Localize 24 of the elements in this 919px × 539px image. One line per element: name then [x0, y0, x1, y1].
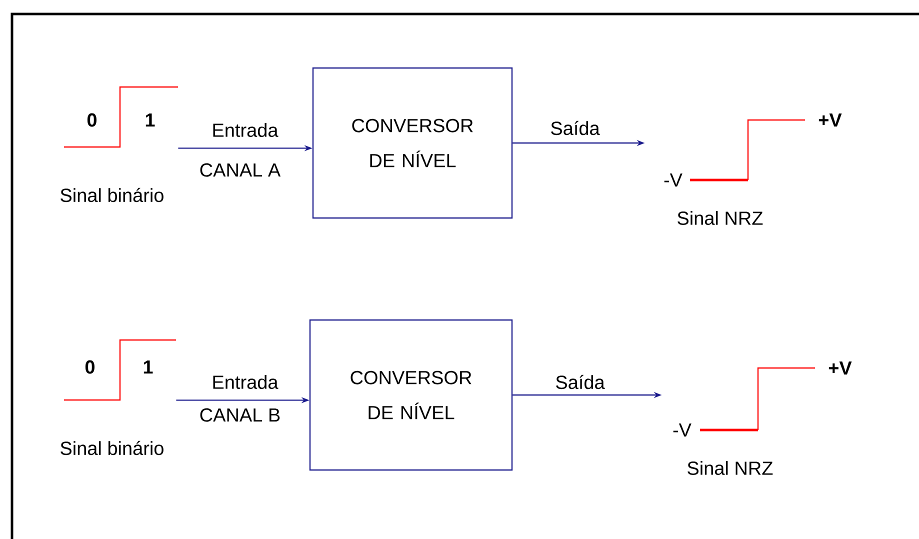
signal-waveform-drawing — [64, 339, 176, 401]
channel-label: CANAL B — [200, 408, 280, 422]
bit-label: 0 — [85, 360, 94, 374]
bit-label: 1 — [146, 113, 155, 127]
signal-caption: Sinal binário — [60, 440, 164, 456]
voltage-label: +V — [828, 361, 852, 375]
edge-label: Entrada — [210, 374, 280, 390]
signal-waveform-drawing — [700, 367, 815, 432]
signal-caption: Sinal binário — [60, 188, 164, 202]
edge-label: Saída — [554, 374, 606, 390]
converter-box: CONVERSOR DE NÍVEL — [312, 67, 513, 219]
bit-label: 1 — [144, 360, 153, 374]
bit-label: 0 — [87, 113, 96, 127]
edge-label: Entrada — [210, 122, 280, 138]
signal-waveform-drawing — [64, 86, 178, 148]
edge-label: Saída — [549, 120, 601, 136]
channel-label: CANAL A — [200, 163, 281, 177]
converter-box: CONVERSOR DE NÍVEL — [309, 319, 513, 471]
voltage-label: -V — [664, 173, 682, 187]
signal-waveform-drawing — [690, 119, 805, 182]
voltage-label: +V — [818, 113, 842, 127]
signal-caption: Sinal NRZ — [688, 461, 773, 475]
voltage-label: -V — [673, 423, 692, 437]
signal-caption: Sinal NRZ — [678, 211, 763, 225]
